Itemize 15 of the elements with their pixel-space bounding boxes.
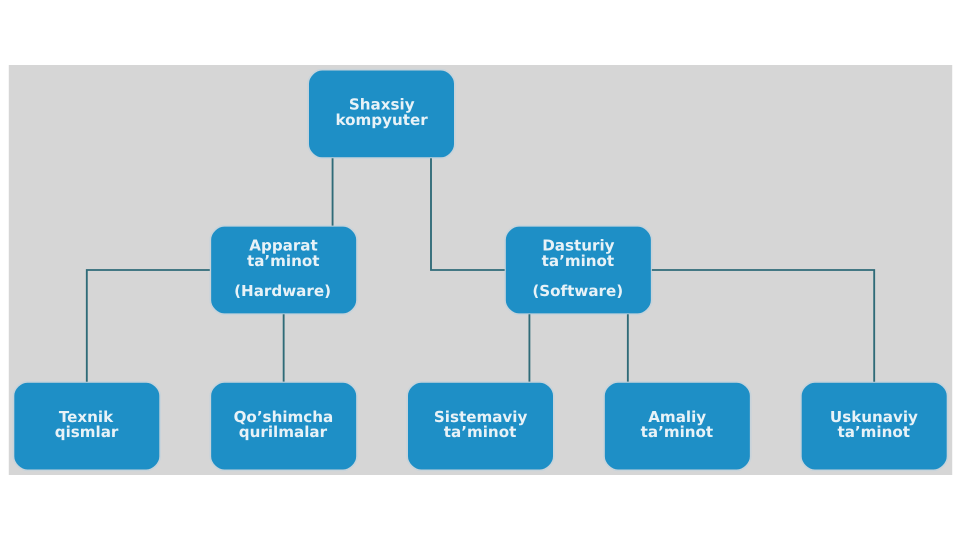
connector — [430, 158, 505, 271]
node-box: Dasturiy ta’minot (Software) — [504, 224, 653, 316]
connector — [626, 314, 629, 382]
connector — [528, 314, 530, 382]
connector — [282, 314, 285, 382]
node-box: Apparat ta’minot (Hardware) — [209, 224, 358, 316]
node-box: Qo’shimcha qurilmalar — [209, 380, 358, 472]
connector — [332, 158, 334, 226]
connector — [86, 269, 210, 382]
connector — [652, 269, 876, 382]
node-box: Texnik qismlar — [12, 380, 162, 472]
node-box: Uskunaviy ta’minot — [800, 380, 948, 472]
node-box: Amaliy ta’minot — [603, 380, 752, 472]
node-box: Shaxsiy kompyuter — [307, 68, 456, 160]
node-box: Sistemaviy ta’minot — [406, 380, 555, 472]
